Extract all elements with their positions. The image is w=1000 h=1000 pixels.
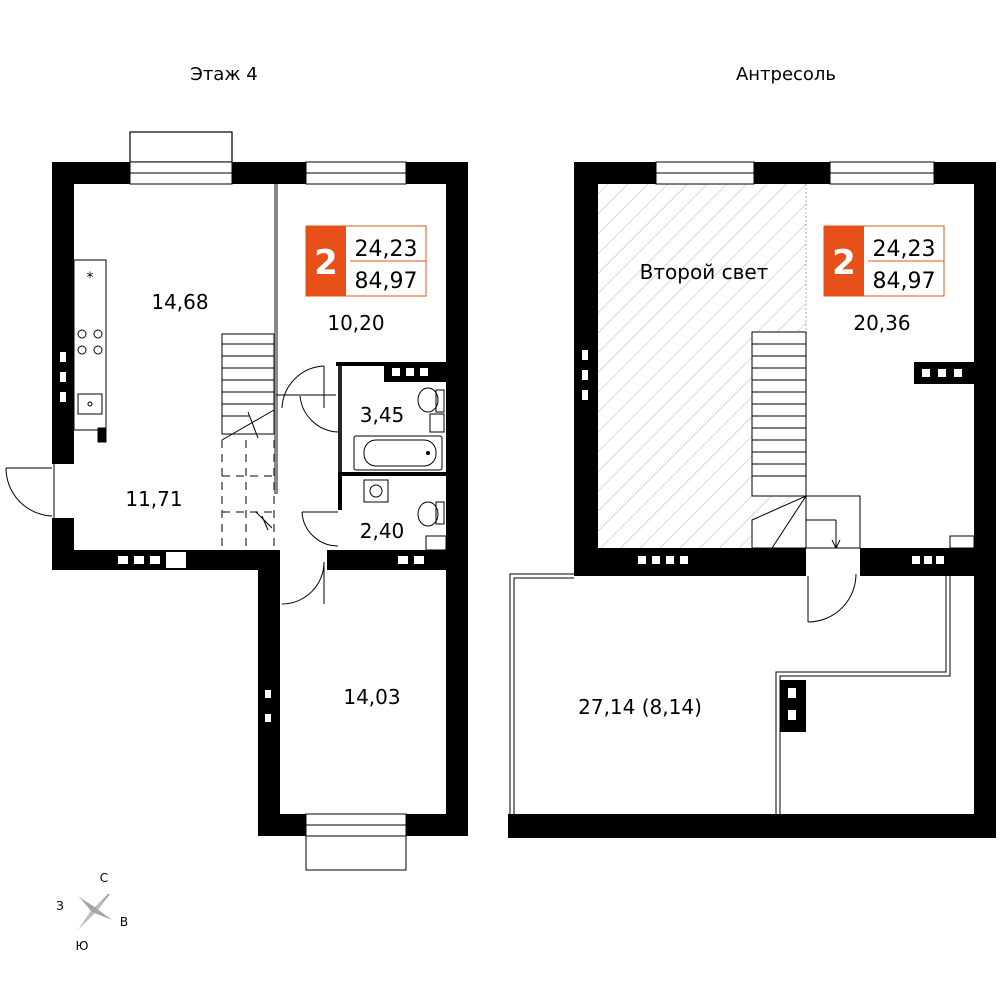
floor-4-bedroom-window	[262, 684, 274, 728]
room-area-terrace: 27,14 (8,14)	[578, 695, 702, 719]
compass: С З В Ю	[56, 871, 128, 953]
floor-4-badge-total: 84,97	[355, 269, 418, 294]
compass-east: В	[120, 915, 128, 929]
svg-text:*: *	[87, 270, 94, 286]
floor-4-badge-rooms: 2	[314, 243, 338, 283]
room-area-bedroom-2: 14,03	[343, 685, 400, 709]
floor-4-bath-fixtures	[353, 387, 447, 551]
room-area-living: 14,68	[151, 290, 208, 314]
floor-4-left-window	[56, 344, 70, 428]
room-area-bedroom-1: 10,20	[327, 311, 384, 335]
room-area-wc: 2,40	[360, 519, 405, 543]
floor-4-kitchen-fixtures: *	[73, 259, 107, 443]
compass-west: З	[56, 899, 64, 913]
mezzanine-badge-total: 84,97	[873, 269, 936, 294]
floor-4-bottom-window	[305, 813, 407, 871]
floor-4-badge: 2 24,23 84,97	[305, 225, 427, 297]
upper-balcony	[129, 131, 233, 163]
mezzanine-badge-rooms: 2	[832, 243, 856, 283]
floor-4-partitions	[274, 184, 446, 510]
mezzanine-badge: 2 24,23 84,97	[823, 225, 945, 297]
floor-4-entry-door	[5, 464, 55, 518]
mezzanine-title: Антресоль	[736, 64, 836, 85]
room-area-bathroom: 3,45	[360, 403, 405, 427]
mezzanine-plan: Антресоль	[508, 64, 996, 838]
mezzanine-left-window	[578, 340, 598, 410]
floor-4-title: Этаж 4	[190, 64, 257, 85]
compass-south: Ю	[76, 939, 89, 953]
terrace	[509, 535, 975, 814]
floor-4-bottom-wall-slots	[118, 552, 424, 568]
mezzanine-terrace-door	[807, 573, 857, 623]
mezzanine-badge-living: 24,23	[873, 237, 936, 262]
room-area-mezzanine: 20,36	[853, 311, 910, 335]
floor-4-badge-living: 24,23	[355, 237, 418, 262]
mezzanine-inner-slot-wall	[914, 362, 974, 384]
mezzanine-top-windows	[655, 161, 935, 185]
mezzanine-wall-slots	[632, 548, 946, 576]
floor-4-stairs	[221, 333, 275, 548]
second-light-label: Второй свет	[640, 260, 769, 284]
compass-north: С	[100, 871, 108, 885]
floor-4-interior-doors	[281, 365, 339, 605]
terrace-column	[780, 680, 806, 732]
room-area-hall: 11,71	[125, 487, 182, 511]
floor-4-plan: Этаж 4	[5, 64, 468, 871]
mezzanine-stairs	[751, 331, 861, 549]
compass-rose-icon	[74, 894, 112, 930]
floor-4-top-windows	[129, 161, 407, 185]
